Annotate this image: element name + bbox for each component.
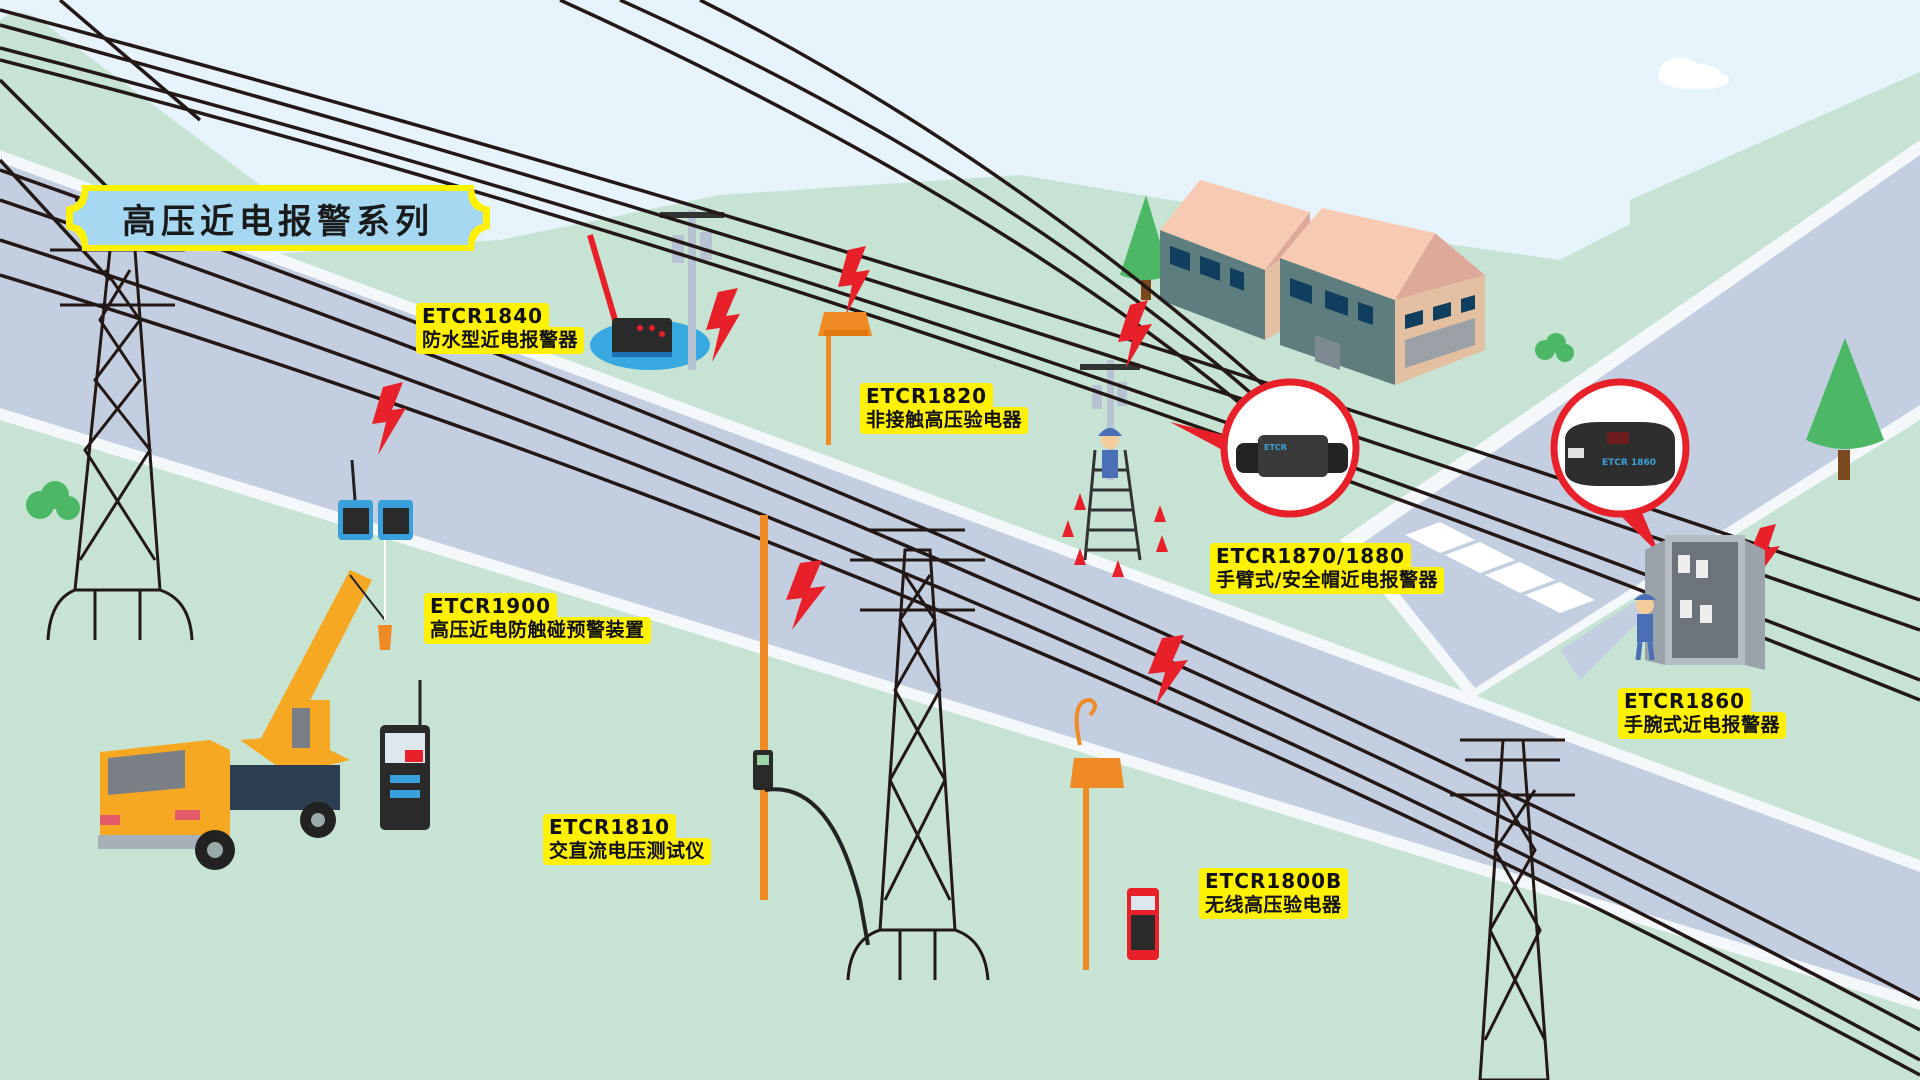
bush-left bbox=[26, 481, 80, 520]
worker-at-cabinet bbox=[1634, 594, 1656, 661]
house-right bbox=[1280, 208, 1485, 385]
product-code: ETCR1820 bbox=[862, 385, 992, 408]
device-etcr1820 bbox=[818, 312, 872, 445]
product-label-etcr1820: ETCR1820 非接触高压验电器 bbox=[862, 385, 1027, 432]
utility-pole-2 bbox=[1080, 360, 1140, 480]
product-name: 交直流电压测试仪 bbox=[545, 840, 710, 863]
traffic-cones bbox=[1062, 493, 1168, 577]
product-code: ETCR1870/1880 bbox=[1212, 545, 1410, 568]
product-label-etcr1810: ETCR1810 交直流电压测试仪 bbox=[545, 816, 710, 863]
crosswalk bbox=[1405, 522, 1595, 613]
lightning-icon bbox=[838, 246, 870, 315]
product-label-etcr1840: ETCR1840 防水型近电报警器 bbox=[418, 305, 583, 352]
product-code: ETCR1800B bbox=[1201, 870, 1347, 893]
device-etcr1900-handheld bbox=[380, 680, 430, 830]
title-banner: 高压近电报警系列 bbox=[64, 183, 492, 253]
device-etcr1840 bbox=[587, 234, 672, 357]
lightning-icon bbox=[1148, 635, 1188, 705]
product-label-etcr1800b: ETCR1800B 无线高压验电器 bbox=[1201, 870, 1347, 917]
product-label-etcr1870-1880: ETCR1870/1880 手臂式/安全帽近电报警器 bbox=[1212, 545, 1442, 592]
product-label-etcr1860: ETCR1860 手腕式近电报警器 bbox=[1620, 690, 1785, 737]
product-name: 防水型近电报警器 bbox=[418, 329, 583, 352]
device-1860-text: ETCR 1860 bbox=[1602, 458, 1656, 468]
product-name: 手腕式近电报警器 bbox=[1620, 714, 1785, 737]
device-1870-brand: ETCR bbox=[1264, 443, 1287, 452]
transmission-tower-right bbox=[1450, 738, 1575, 1080]
lightning-icon bbox=[706, 288, 740, 362]
device-etcr1900-sensors bbox=[338, 459, 413, 540]
transmission-tower-center bbox=[846, 528, 990, 981]
product-label-etcr1900: ETCR1900 高压近电防触碰预警装置 bbox=[426, 595, 649, 642]
product-name: 手臂式/安全帽近电报警器 bbox=[1212, 569, 1442, 592]
tree-right bbox=[1806, 338, 1884, 480]
device-etcr1810 bbox=[753, 515, 870, 946]
callout-etcr1870: ETCR bbox=[1170, 378, 1360, 518]
lightning-icon bbox=[1118, 300, 1152, 368]
callout-etcr1860: ETCR 1860 bbox=[1550, 378, 1690, 555]
electrical-cabinet bbox=[1645, 535, 1765, 670]
lightning-icon bbox=[372, 382, 406, 455]
product-code: ETCR1810 bbox=[545, 816, 675, 839]
product-name: 无线高压验电器 bbox=[1201, 894, 1346, 917]
crane-truck bbox=[98, 540, 392, 870]
lightning-icon bbox=[786, 560, 826, 630]
product-name: 非接触高压验电器 bbox=[862, 409, 1027, 432]
cloud bbox=[1658, 58, 1729, 89]
page-title: 高压近电报警系列 bbox=[122, 201, 434, 242]
worker-on-ladder bbox=[1083, 428, 1142, 561]
product-code: ETCR1860 bbox=[1620, 690, 1750, 713]
device-etcr1800b bbox=[1070, 697, 1159, 970]
product-name: 高压近电防触碰预警装置 bbox=[426, 619, 649, 642]
product-code: ETCR1900 bbox=[426, 595, 556, 618]
product-code: ETCR1840 bbox=[418, 305, 548, 328]
bush-right bbox=[1535, 333, 1574, 362]
